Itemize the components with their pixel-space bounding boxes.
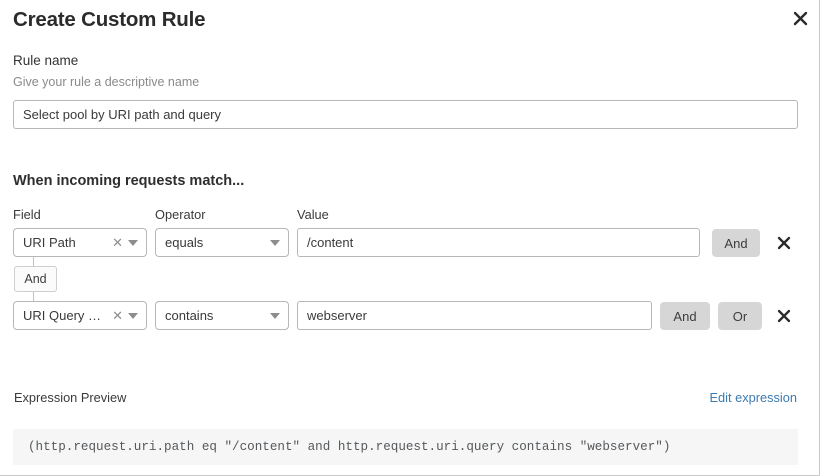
group-connector-and-badge[interactable]: And <box>14 266 57 292</box>
field-select-row-1[interactable]: URI Path ✕ <box>13 228 147 257</box>
operator-select-row-1[interactable]: equals <box>155 228 289 257</box>
connector-line-bottom <box>33 292 34 301</box>
clear-icon[interactable]: ✕ <box>112 308 123 323</box>
chevron-down-icon[interactable] <box>128 239 138 246</box>
delete-row-button-row-1[interactable] <box>774 233 794 253</box>
column-header-value: Value <box>297 207 329 222</box>
operator-select-value-row-2: contains <box>165 308 214 323</box>
rule-name-hint: Give your rule a descriptive name <box>13 75 200 89</box>
match-section-heading: When incoming requests match... <box>13 173 245 189</box>
value-input-row-2[interactable] <box>297 301 652 330</box>
field-select-value-row-1: URI Path <box>23 235 76 250</box>
and-button-row-2[interactable]: And <box>660 302 710 330</box>
field-select-row-2[interactable]: URI Query St... ✕ <box>13 301 147 330</box>
chevron-down-icon[interactable] <box>270 312 280 319</box>
chevron-down-icon[interactable] <box>270 239 280 246</box>
close-icon[interactable] <box>788 6 812 30</box>
value-input-row-1[interactable] <box>297 228 700 257</box>
field-select-value-row-2: URI Query St... <box>23 308 110 323</box>
connector-line-top <box>33 257 34 267</box>
and-button-row-1[interactable]: And <box>712 229 760 257</box>
or-button-row-2[interactable]: Or <box>718 302 762 330</box>
expression-preview-label: Expression Preview <box>14 390 127 405</box>
page-title: Create Custom Rule <box>13 8 206 31</box>
column-header-field: Field <box>13 207 41 222</box>
rule-name-input[interactable] <box>13 100 798 129</box>
expression-preview-box: (http.request.uri.path eq "/content" and… <box>13 429 798 465</box>
edit-expression-link[interactable]: Edit expression <box>709 390 798 405</box>
expression-preview-text: (http.request.uri.path eq "/content" and… <box>28 440 671 454</box>
delete-row-button-row-2[interactable] <box>774 306 794 326</box>
operator-select-value-row-1: equals <box>165 235 204 250</box>
column-header-operator: Operator <box>155 207 206 222</box>
chevron-down-icon[interactable] <box>128 312 138 319</box>
rule-name-label: Rule name <box>13 53 79 68</box>
operator-select-row-2[interactable]: contains <box>155 301 289 330</box>
clear-icon[interactable]: ✕ <box>112 235 123 250</box>
